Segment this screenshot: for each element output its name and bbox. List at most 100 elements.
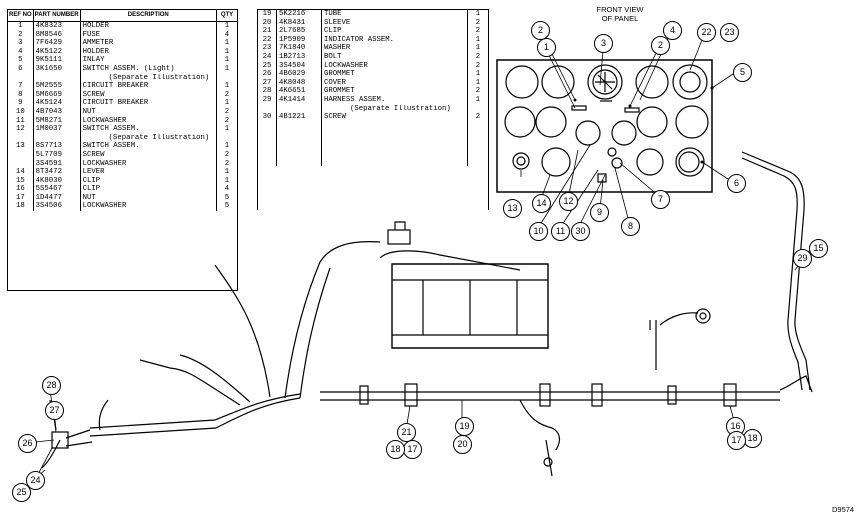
part-number: 4K1414 bbox=[276, 95, 322, 105]
callout-11: 11 bbox=[551, 222, 570, 241]
header-part-number: PART NUMBER bbox=[33, 10, 81, 22]
table-row: (Separate Illustration) bbox=[8, 133, 237, 143]
part-number: 4K8048 bbox=[276, 78, 322, 88]
part-ref-number: 28 bbox=[258, 87, 277, 96]
part-description: INDICATOR ASSEM. bbox=[321, 35, 468, 45]
callout-30: 30 bbox=[571, 222, 590, 241]
panel-caption: FRONT VIEW OF PANEL bbox=[570, 5, 670, 23]
part-ref-number: 11 bbox=[8, 116, 34, 126]
panel-caption-line-1: FRONT VIEW bbox=[596, 5, 644, 14]
part-quantity: 2 bbox=[224, 116, 230, 125]
part-number: 8M8546 bbox=[33, 30, 81, 40]
part-description: LOCKWASHER bbox=[80, 159, 218, 169]
callout-20: 20 bbox=[453, 435, 472, 454]
part-number: 4K6651 bbox=[276, 87, 322, 96]
callout-21: 21 bbox=[397, 423, 416, 442]
part-ref-number: 10 bbox=[8, 107, 34, 117]
part-number: 9K5111 bbox=[33, 56, 81, 65]
table-filler-cell bbox=[276, 121, 322, 166]
part-ref-number: 25 bbox=[258, 61, 277, 71]
part-quantity: 1 bbox=[475, 10, 481, 18]
part-description: COVER bbox=[321, 78, 468, 88]
part-quantity: 1 bbox=[475, 44, 481, 53]
part-number: 4B7043 bbox=[33, 107, 81, 117]
part-description: SWITCH ASSEM. (Light) bbox=[80, 64, 218, 74]
part-quantity: 2 bbox=[475, 61, 481, 70]
header-description: DESCRIPTION bbox=[80, 10, 218, 22]
part-quantity: 2 bbox=[475, 52, 481, 61]
part-number: 7K1840 bbox=[276, 44, 322, 53]
part-description: CIRCUIT BREAKER bbox=[80, 99, 218, 108]
part-description: SWITCH ASSEM. bbox=[80, 142, 218, 151]
part-ref-number: 8 bbox=[8, 90, 34, 100]
part-number: 1P5909 bbox=[276, 35, 322, 45]
part-description: NUT bbox=[80, 107, 218, 117]
part-ref-number: 15 bbox=[8, 176, 34, 186]
table-filler-cell bbox=[258, 121, 277, 166]
part-ref-number: 13 bbox=[8, 142, 34, 151]
callout-22: 22 bbox=[697, 23, 716, 42]
callout-19: 19 bbox=[455, 417, 474, 436]
part-ref-number: 21 bbox=[258, 27, 277, 36]
callout-28: 28 bbox=[42, 376, 61, 395]
tube-clips bbox=[359, 383, 737, 477]
callout-5: 5 bbox=[733, 63, 752, 82]
part-ref-number: 20 bbox=[258, 18, 277, 28]
part-description: LEVER bbox=[80, 168, 218, 177]
part-number bbox=[276, 104, 322, 114]
callout-26: 26 bbox=[18, 434, 37, 453]
part-description: HOLDER bbox=[80, 21, 218, 31]
part-description: FUSE bbox=[80, 30, 218, 40]
part-quantity: 1 bbox=[224, 142, 230, 151]
callout-2: 2 bbox=[531, 21, 550, 40]
part-number: 4K8030 bbox=[33, 176, 81, 186]
part-number: 4K8323 bbox=[33, 21, 81, 31]
part-description: NUT bbox=[80, 193, 218, 203]
callout-12: 12 bbox=[559, 192, 578, 211]
part-description: CIRCUIT BREAKER bbox=[80, 82, 218, 91]
part-quantity: 4 bbox=[224, 185, 230, 194]
part-number: 8T3472 bbox=[33, 168, 81, 177]
part-number: 4K8431 bbox=[276, 18, 322, 28]
grommet-assembly bbox=[649, 308, 711, 370]
header-qty: QTY bbox=[216, 10, 237, 22]
part-quantity: 2 bbox=[475, 113, 481, 122]
part-ref-number: 23 bbox=[258, 44, 277, 53]
part-number: 5L7709 bbox=[33, 150, 81, 160]
callout-17: 17 bbox=[403, 440, 422, 459]
part-ref-number bbox=[8, 150, 34, 160]
harness-tube-29 bbox=[741, 151, 813, 393]
part-ref-number: 16 bbox=[8, 185, 34, 194]
callout-17: 17 bbox=[727, 431, 746, 450]
part-quantity: 1 bbox=[224, 64, 230, 73]
part-quantity: 2 bbox=[475, 18, 481, 27]
part-number: 5M8271 bbox=[33, 116, 81, 126]
callout-13: 13 bbox=[503, 199, 522, 218]
part-ref-number bbox=[8, 73, 34, 83]
callout-25: 25 bbox=[12, 483, 31, 502]
part-ref-number: 9 bbox=[8, 99, 34, 108]
callout-10: 10 bbox=[529, 222, 548, 241]
part-description: GROMMET bbox=[321, 87, 468, 96]
part-quantity: 4 bbox=[224, 30, 230, 39]
part-ref-number: 3 bbox=[8, 39, 34, 48]
table-header-row: REF NO PART NUMBER DESCRIPTION QTY bbox=[8, 10, 237, 22]
part-description: SLEEVE bbox=[321, 18, 468, 28]
part-ref-number: 24 bbox=[258, 52, 277, 62]
part-number: 1M0037 bbox=[33, 125, 81, 134]
callout-27: 27 bbox=[45, 401, 64, 420]
part-description: WASHER bbox=[321, 44, 468, 53]
callout-15: 15 bbox=[809, 239, 828, 258]
